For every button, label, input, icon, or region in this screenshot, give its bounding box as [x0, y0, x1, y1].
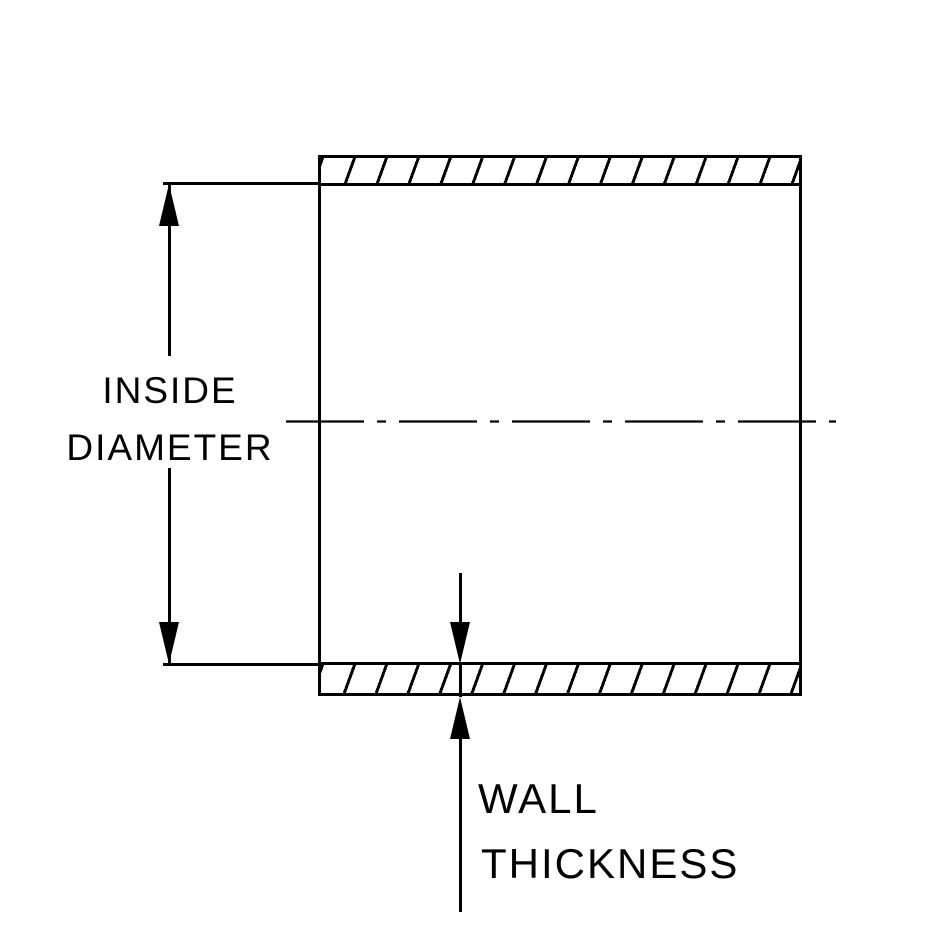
id-extension-line-bottom — [163, 663, 318, 666]
inside-diameter-label-line2: DIAMETER — [66, 427, 274, 468]
wt-leader-line-upper — [459, 573, 462, 625]
wall-thickness-label-line1: WALL — [478, 775, 599, 822]
id-dimension-line-lower — [168, 468, 171, 664]
centerline-icon — [286, 420, 836, 423]
arrow-up-icon — [159, 184, 179, 226]
arrow-up-icon — [450, 697, 470, 739]
inside-diameter-label: INSIDE DIAMETER — [20, 362, 320, 476]
arrow-down-icon — [159, 622, 179, 664]
arrow-down-icon — [450, 622, 470, 664]
wall-thickness-label-line2: THICKNESS — [481, 840, 740, 887]
wt-leader-line-lower — [459, 739, 462, 912]
inside-diameter-label-line1: INSIDE — [102, 370, 238, 411]
wt-cross-line — [459, 664, 462, 697]
top-wall-hatch — [318, 155, 802, 186]
hose-body-outline — [318, 155, 802, 696]
id-extension-line-top — [163, 182, 318, 185]
id-dimension-line-upper — [168, 184, 171, 356]
bottom-wall-hatch — [318, 662, 802, 696]
